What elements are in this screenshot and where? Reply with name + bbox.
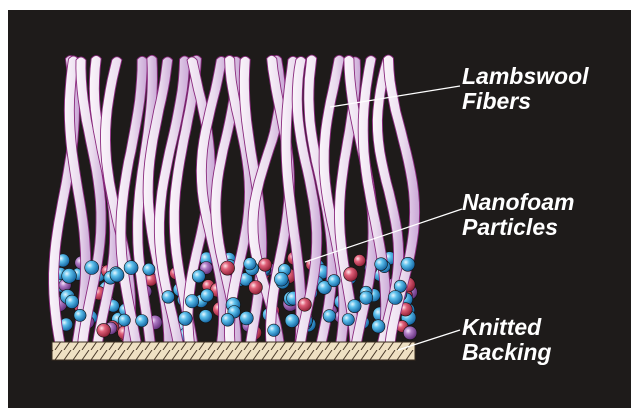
nanofoam-particle [97, 323, 111, 337]
nanofoam-particle [401, 257, 415, 271]
nanofoam-particle [65, 295, 78, 308]
particles-label: Nanofoam Particles [462, 190, 574, 240]
nanofoam-particle [199, 310, 212, 323]
nanofoam-particle [259, 258, 272, 271]
fibers-label-line2: Fibers [462, 89, 589, 114]
particles-label-line1: Nanofoam [462, 190, 574, 215]
nanofoam-particle [62, 269, 77, 284]
fibers-label: Lambswool Fibers [462, 64, 589, 114]
nanofoam-particle [348, 300, 361, 313]
backing-label-line2: Backing [462, 340, 551, 365]
nanofoam-particle [192, 270, 205, 283]
fibers-label-line1: Lambswool [462, 64, 589, 89]
nanofoam-particle [244, 258, 256, 270]
nanofoam-particle [372, 320, 385, 333]
backing-label-line1: Knitted [462, 315, 551, 340]
nanofoam-particle [124, 261, 138, 275]
nanofoam-particle [74, 309, 86, 321]
nanofoam-particle [388, 291, 402, 305]
nanofoam-particle [118, 314, 130, 326]
nanofoam-particle [110, 268, 124, 282]
nanofoam-particle [136, 315, 148, 327]
nanofoam-particle [344, 267, 358, 281]
nanofoam-particle [274, 272, 288, 286]
nanofoam-particle [220, 261, 234, 275]
nanofoam-particle [375, 258, 388, 271]
nanofoam-particle [162, 291, 175, 304]
nanofoam-particle [221, 313, 234, 326]
nanofoam-particle [240, 311, 254, 325]
nanofoam-particle [285, 314, 299, 328]
nanofoam-particle [143, 263, 155, 275]
nanofoam-particle [85, 261, 99, 275]
particles-label-line2: Particles [462, 215, 574, 240]
nanofoam-particle [323, 310, 336, 323]
nanofoam-particle [185, 295, 198, 308]
nanofoam-particle [354, 255, 366, 267]
nanofoam-particle [268, 324, 280, 336]
nanofoam-particle [342, 314, 354, 326]
nanofoam-particle [359, 291, 372, 304]
nanofoam-particle [201, 289, 214, 302]
nanofoam-particle [403, 326, 417, 340]
nanofoam-particle [298, 298, 311, 311]
knitted-backing-strip [52, 342, 415, 360]
nanofoam-particle [178, 312, 192, 326]
nanofoam-particle [328, 275, 340, 287]
backing-label: Knitted Backing [462, 315, 551, 365]
nanofoam-particle [249, 281, 263, 295]
